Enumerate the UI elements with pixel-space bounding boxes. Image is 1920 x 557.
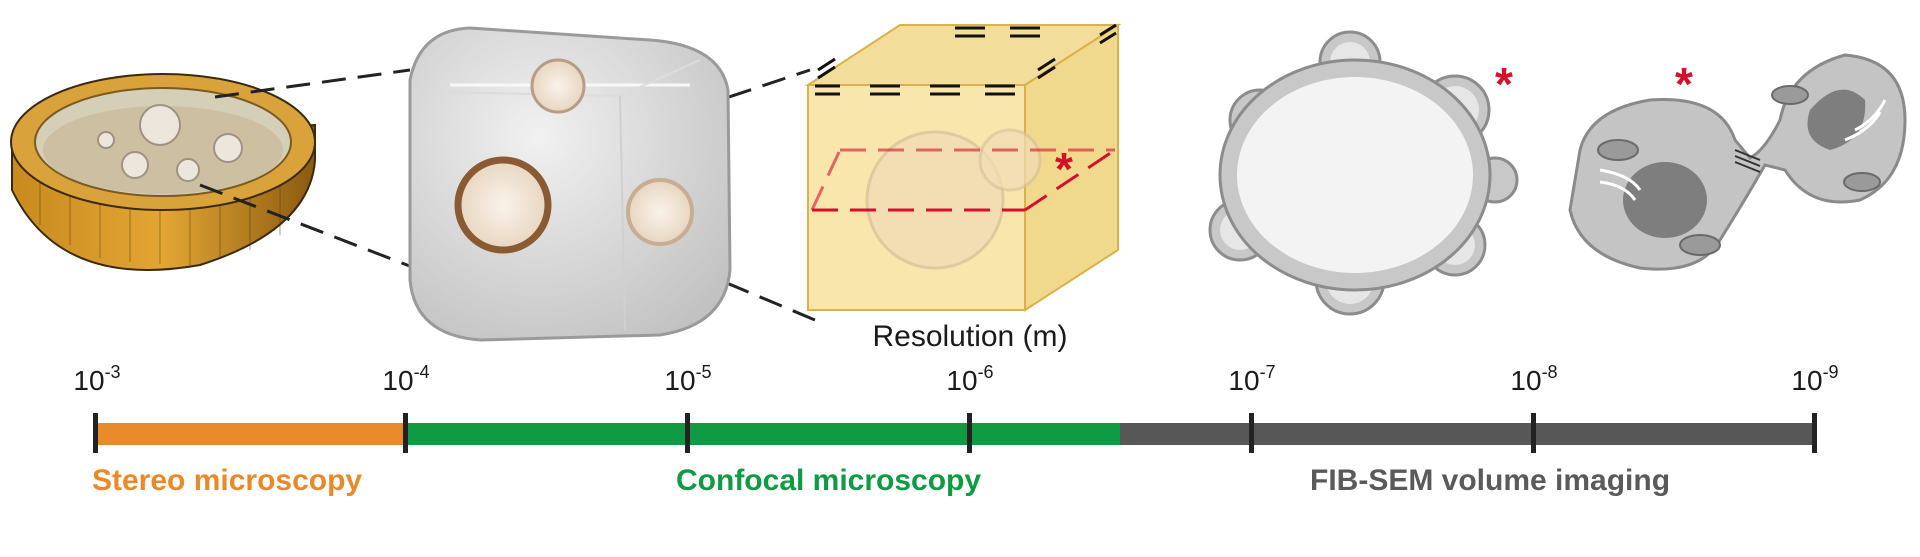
- hydrogel-cube-icon: [408, 26, 732, 342]
- asterisk-organoid: *: [1495, 58, 1513, 110]
- tick-mark: [1249, 413, 1254, 453]
- dividing-cells-icon: [1568, 53, 1907, 271]
- tick-label-1e-9: 10-9: [1791, 362, 1839, 396]
- culture-dish-icon: [10, 73, 316, 271]
- asterisk-confocal: *: [1055, 143, 1073, 195]
- asterisk-cells: *: [1675, 58, 1693, 110]
- method-label-confocal: Confocal microscopy: [676, 464, 982, 497]
- method-label-fibsem: FIB-SEM volume imaging: [1310, 464, 1671, 497]
- tick-label-1e-4: 10-4: [382, 362, 430, 396]
- tick-label-1e-5: 10-5: [664, 362, 712, 396]
- tick-mark: [1531, 413, 1536, 453]
- tick-label-1e-8: 10-8: [1510, 362, 1558, 396]
- tick-mark: [403, 413, 408, 453]
- tick-label-1e-3: 10-3: [73, 362, 121, 396]
- confocal-volume-icon: [804, 23, 1122, 312]
- organoid-section-icon: [1208, 30, 1519, 316]
- asterisk-markers: * * *: [1055, 58, 1693, 195]
- zoom-connector-lines: [199, 68, 816, 322]
- tick-mark: [1812, 413, 1817, 453]
- axis-title: Resolution (m): [872, 320, 1068, 353]
- scale-bar-fibsem: [1120, 423, 1815, 445]
- method-label-stereo: Stereo microscopy: [92, 464, 363, 497]
- tick-label-1e-7: 10-7: [1228, 362, 1276, 396]
- tick-label-1e-6: 10-6: [946, 362, 994, 396]
- scale-bar-confocal: [405, 423, 1120, 445]
- tick-mark: [93, 413, 98, 453]
- tick-mark: [685, 413, 690, 453]
- tick-mark: [967, 413, 972, 453]
- scale-bar-stereo: [95, 423, 405, 445]
